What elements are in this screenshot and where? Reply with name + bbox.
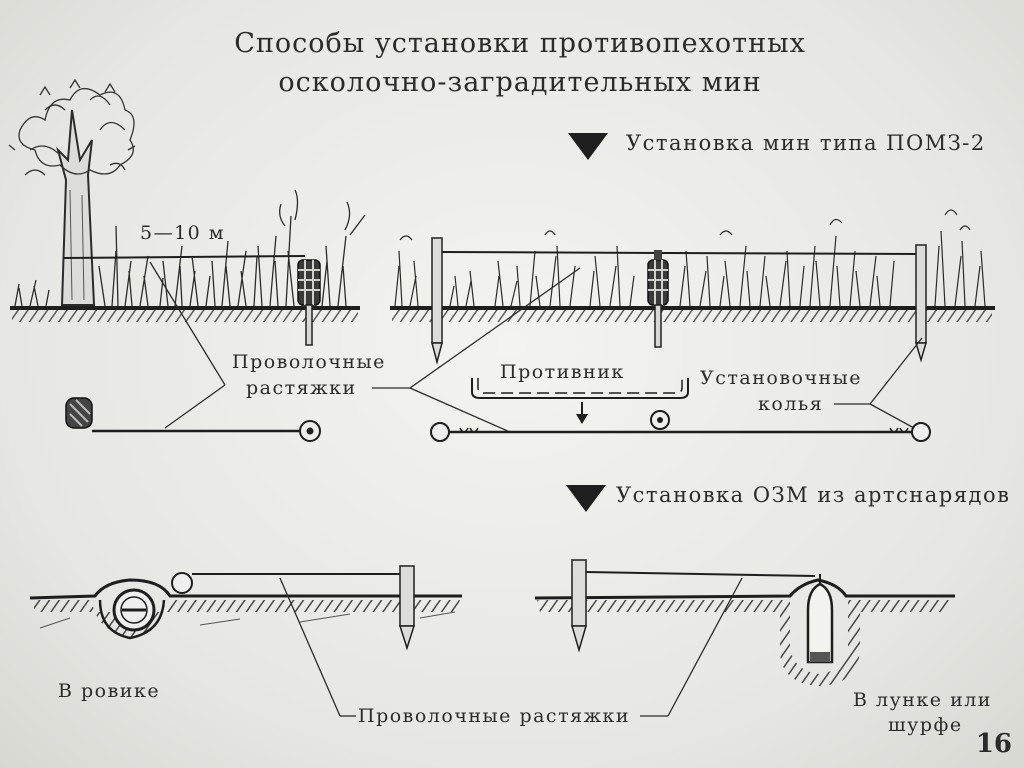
pomz-mine-right	[647, 250, 669, 348]
ozm-heading: Установка ОЗМ из артснарядов	[616, 483, 1010, 507]
stakes-label-line-1: Установочные	[700, 367, 862, 389]
stake-left	[431, 237, 443, 365]
triangle-down-icon	[568, 133, 608, 160]
tree	[8, 78, 136, 306]
stake-right	[914, 244, 928, 363]
grass-right	[394, 209, 986, 307]
ditch-label: В ровике	[58, 680, 160, 702]
enemy-label: Противник	[500, 361, 625, 383]
ozm-wire-label: Проволочные растяжки	[358, 705, 630, 727]
ozm-leader-lines	[279, 577, 743, 717]
leader-lines	[149, 261, 923, 433]
title-line-1: Способы установки противопехотных	[234, 28, 806, 59]
tripwire-left	[63, 255, 306, 259]
title-line-2: осколочно-заградительных мин	[278, 67, 761, 98]
pomz-right-scene	[390, 209, 995, 365]
distance-label: 5—10 м	[140, 222, 225, 244]
ground-hatch-right	[392, 310, 992, 322]
pomz-heading: Установка мин типа ПОМЗ-2	[626, 131, 986, 155]
ground-hatch	[12, 310, 358, 322]
wire-label-line-2: растяжки	[246, 377, 357, 399]
pomz-left-scene: 5—10 м	[8, 78, 366, 346]
pomz-mine-left	[297, 259, 321, 346]
grass	[14, 189, 366, 307]
ozm-ditch-scene	[29, 565, 462, 651]
pomz-plan-right	[430, 410, 931, 442]
page-number: 16	[976, 729, 1012, 759]
ozm-pit-scene	[534, 559, 955, 686]
stakes-label-line-2: колья	[758, 393, 823, 415]
triangle-down-icon	[566, 485, 606, 512]
wire-label-line-1: Проволочные	[232, 351, 386, 373]
pit-label-line-1: В лунке или	[853, 689, 992, 711]
pit-label-line-2: шурфе	[888, 714, 963, 736]
enemy-bracket	[471, 378, 689, 424]
tripwire-right	[441, 251, 917, 255]
pomz-plan-left	[65, 397, 321, 442]
